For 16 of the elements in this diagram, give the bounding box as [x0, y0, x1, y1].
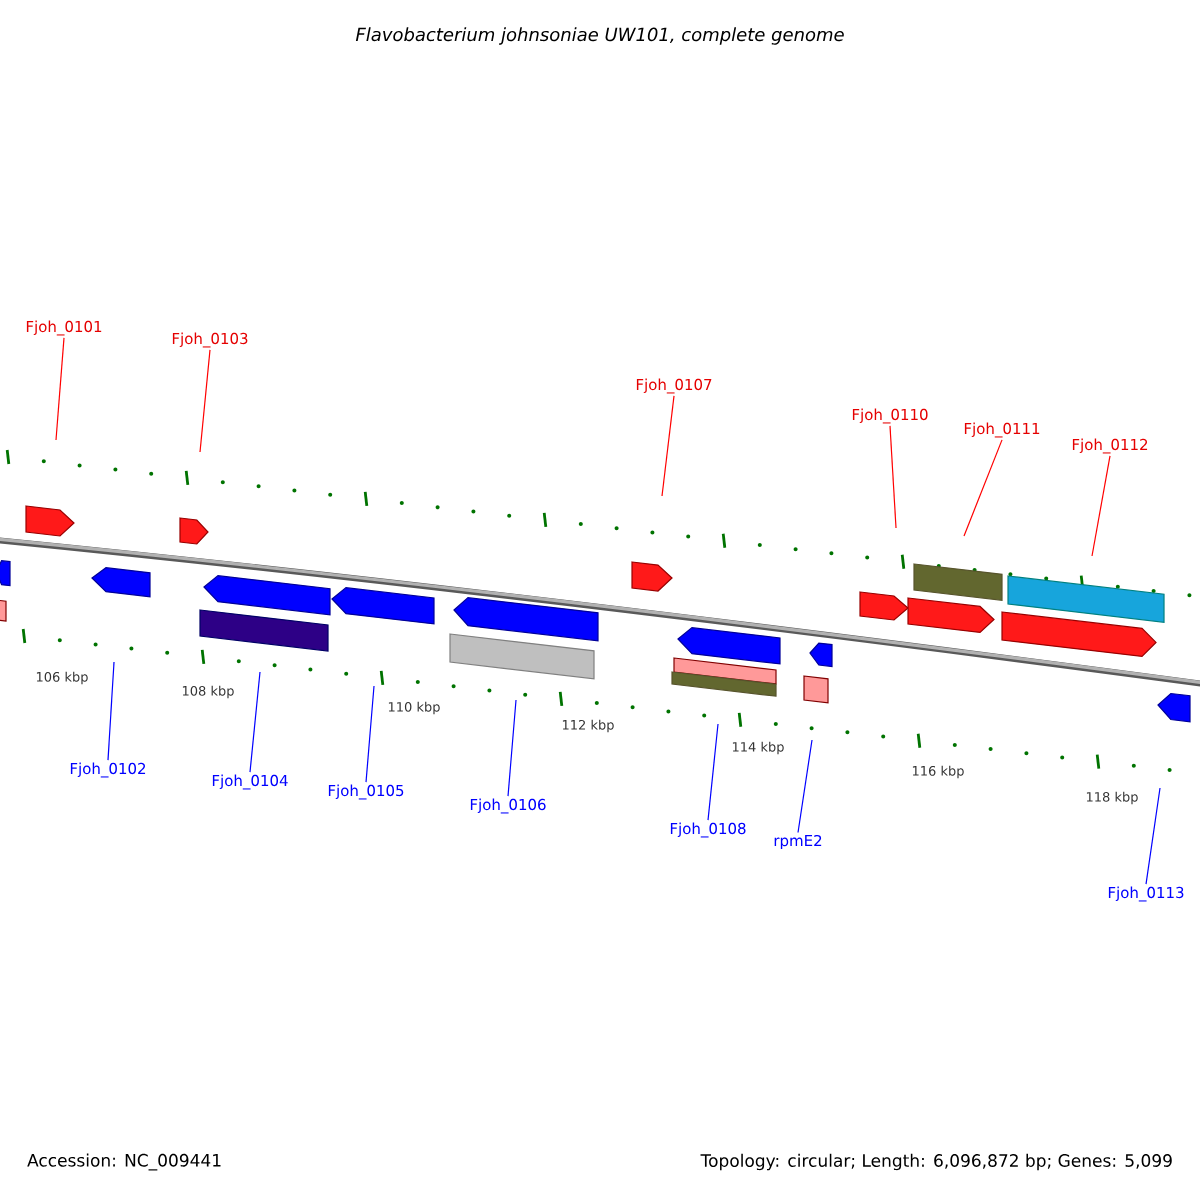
leader-line — [661, 395, 675, 497]
leader-line — [249, 671, 261, 773]
leader-line — [507, 699, 517, 797]
leader-line — [199, 349, 211, 453]
leader-line — [365, 685, 375, 783]
footer-text: Accession: NC_009441 — [27, 1153, 221, 1171]
leader-line — [797, 739, 813, 834]
title: Flavobacterium johnsoniae UW101, complete genome — [355, 27, 844, 45]
leader-line — [707, 723, 719, 821]
leader-line — [1145, 787, 1161, 885]
leader-line — [107, 661, 115, 761]
leader-line — [963, 439, 1003, 537]
leader-line — [1091, 455, 1111, 557]
footer-text: Topology: circular; Length: 6,096,872 bp; Genes: 5,099 — [700, 1153, 1172, 1171]
leader-line — [889, 425, 897, 529]
leader-line — [55, 337, 65, 441]
